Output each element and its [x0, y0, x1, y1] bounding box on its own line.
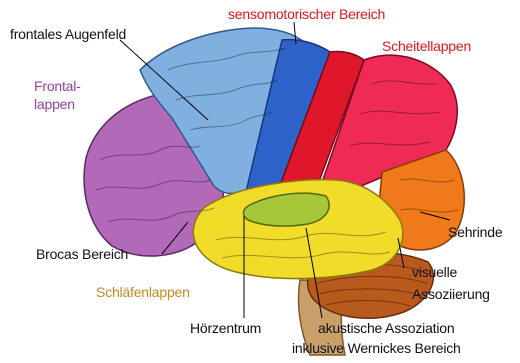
label-hoerzentrum: Hörzentrum [190, 320, 261, 336]
label-frontales-augenfeld: frontales Augenfeld [10, 26, 126, 42]
label-assoziierung: Assoziierung [412, 286, 490, 302]
label-sensomotorischer-bereich: sensomotorischer Bereich [228, 6, 385, 22]
label-brocas-bereich: Brocas Bereich [36, 246, 128, 262]
label-visuelle: visuelle [412, 264, 457, 280]
label-scheitellappen: Scheitellappen [382, 38, 471, 54]
label-frontallappen-line2: lappen [34, 96, 75, 112]
label-inklusive-wernickes-bereich: inklusive Wernickes Bereich [292, 340, 461, 356]
label-frontallappen-line1: Frontal- [34, 78, 81, 94]
label-schlaefenlappen: Schläfenlappen [96, 284, 190, 300]
label-sehrinde: Sehrinde [448, 224, 502, 240]
label-akustische-assoziation: akustische Assoziation [318, 320, 454, 336]
